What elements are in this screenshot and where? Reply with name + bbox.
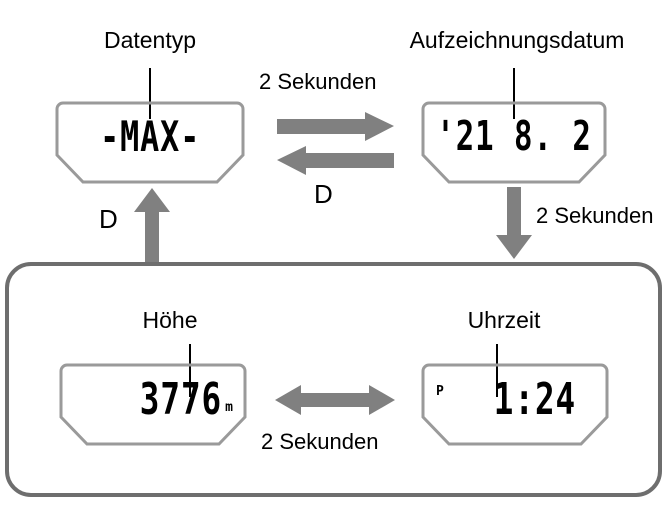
leader-tick-datatype	[149, 68, 151, 119]
lcd-unit-altitude: m	[225, 399, 234, 415]
panel-caption-datatype: Datentyp	[103, 27, 197, 53]
arrow-left-date-to-datatype	[277, 146, 394, 176]
lcd-value-datatype: -MAX-	[54, 100, 246, 172]
arrow-right-datatype-to-date	[277, 112, 394, 142]
lcd-digits-record-date: '21 8. 2	[436, 111, 592, 161]
lcd-panel-datatype: -MAX-	[54, 100, 246, 185]
arrow-bidirectional-altitude-time	[275, 383, 395, 417]
transition-label-seconds-bottom: 2 Sekunden	[261, 429, 379, 454]
transition-label-seconds-top: 2 Sekunden	[259, 69, 377, 94]
lcd-value-record-date: '21 8. 2	[420, 100, 608, 172]
lcd-digits-datatype: -MAX-	[99, 111, 201, 161]
lcd-panel-time-of-day: P 1:24	[420, 362, 610, 447]
leader-tick-altitude	[189, 344, 191, 397]
lcd-pm-flag-time-of-day: P	[436, 384, 444, 399]
panel-caption-altitude: Höhe	[142, 307, 198, 333]
leader-tick-time-of-day	[496, 344, 498, 397]
lcd-panel-record-date: '21 8. 2	[420, 100, 608, 185]
lcd-value-time-of-day: 1:24	[420, 362, 610, 438]
transition-label-d-middle: D	[314, 179, 333, 209]
panel-caption-record-date: Aufzeichnungsdatum	[409, 27, 625, 53]
transition-label-seconds-right: 2 Sekunden	[536, 203, 654, 228]
lcd-digits-time-of-day: 1:24	[493, 374, 577, 426]
arrow-down-date-to-group	[494, 187, 534, 259]
lcd-digits-altitude: 3776	[139, 374, 223, 426]
transition-label-d-left: D	[99, 204, 118, 234]
leader-tick-record-date	[513, 68, 515, 119]
panel-caption-time-of-day: Uhrzeit	[467, 307, 541, 333]
arrow-up-altitude-to-datatype	[132, 188, 172, 266]
group-frame-measurement-cycle	[5, 262, 662, 497]
